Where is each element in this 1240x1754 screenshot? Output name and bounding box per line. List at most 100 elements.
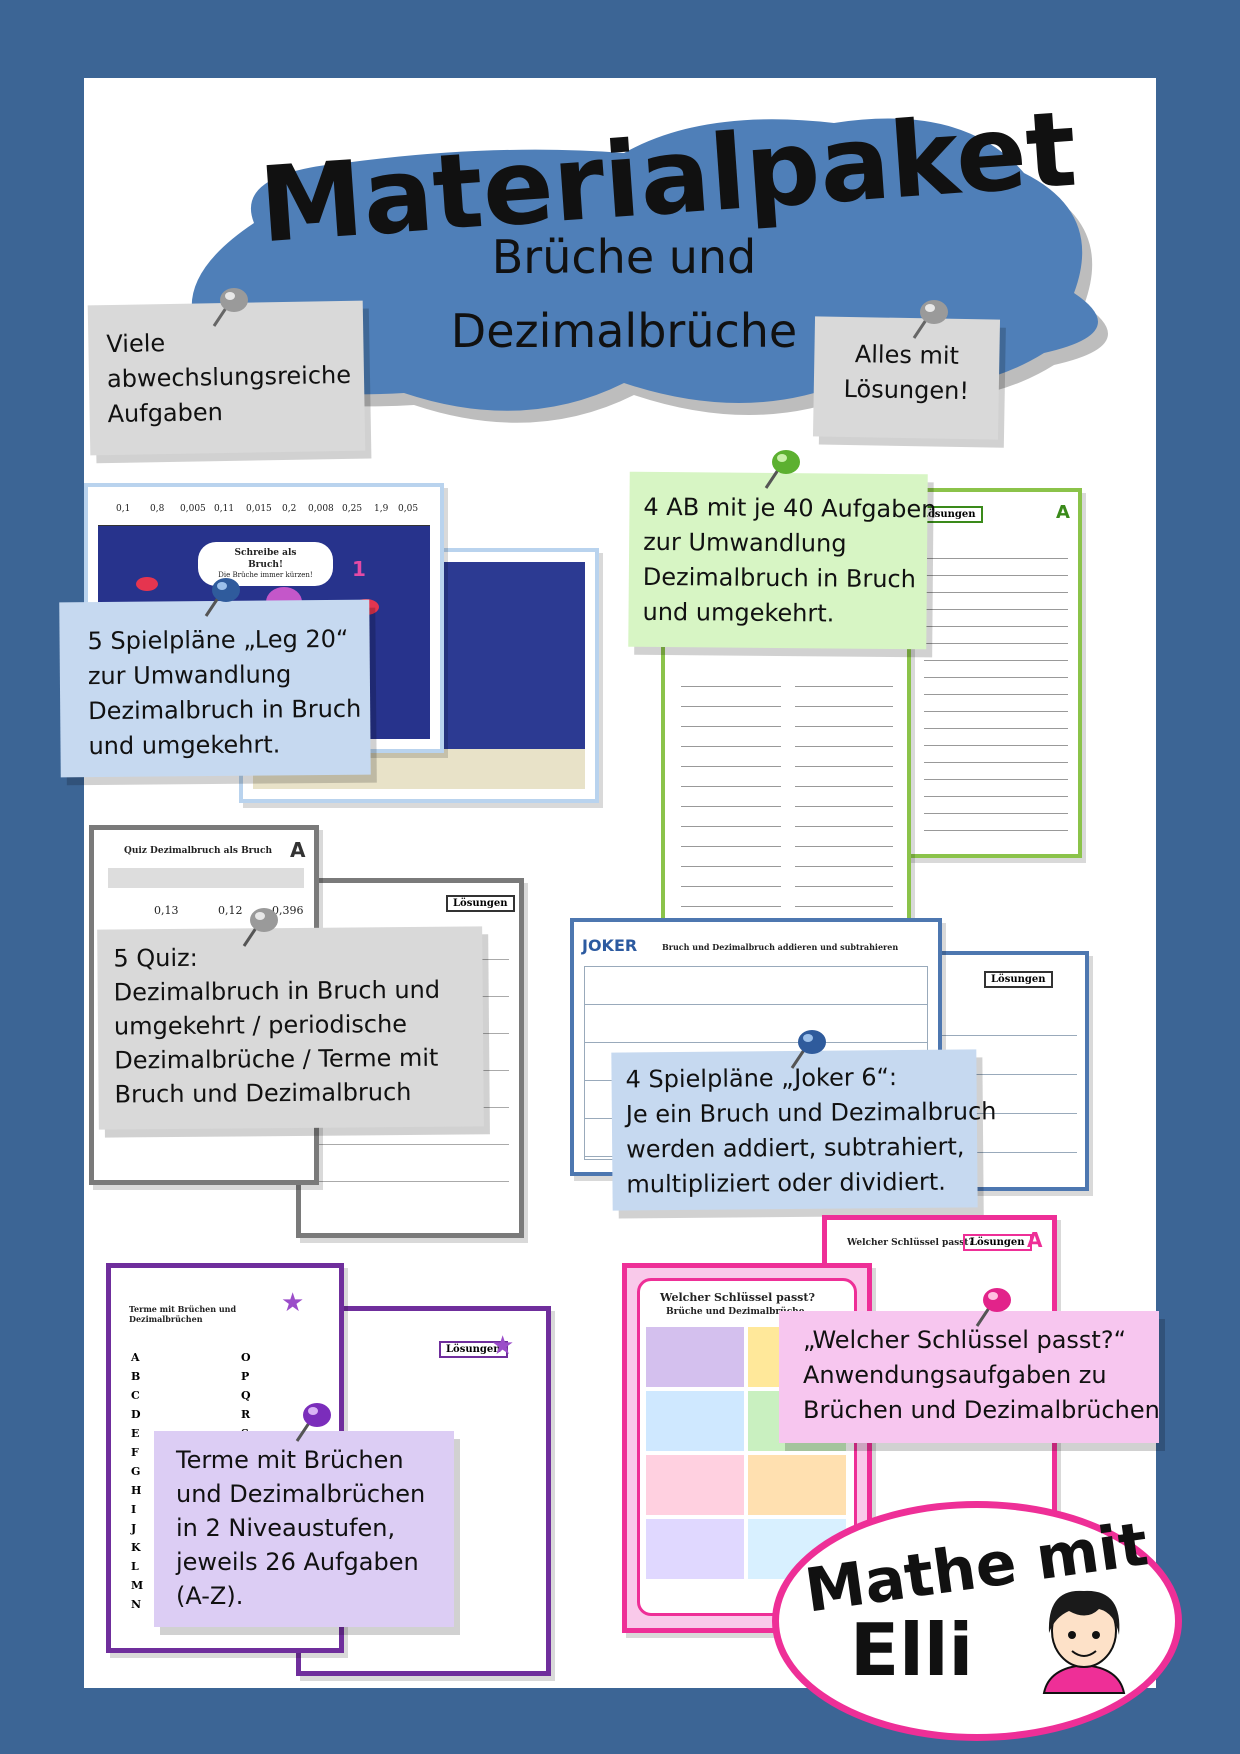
- note-ab-line: und umgekehrt.: [642, 597, 835, 628]
- terme-letter: D: [131, 1408, 141, 1421]
- note-schluessel-line: Anwendungsaufgaben zu: [803, 1361, 1107, 1389]
- note-joker-line: werden addiert, subtrahiert,: [626, 1132, 965, 1164]
- ab-lines: [795, 667, 893, 949]
- note-leg20-line: Dezimalbruch in Bruch: [88, 694, 362, 726]
- quiz-title: Quiz Dezimalbruch als Bruch: [124, 846, 272, 856]
- note-quiz-line: 5 Quiz:: [113, 943, 198, 973]
- note-leg20-line: 5 Spielpläne „Leg 20“: [87, 624, 349, 656]
- leg20-value: 0,2: [282, 504, 297, 514]
- note-schluessel-line: „Welcher Schlüssel passt?“: [803, 1326, 1127, 1354]
- joker-title: JOKER: [582, 936, 638, 955]
- quiz-value: 0,396: [272, 904, 304, 917]
- quiz-value: 0,13: [154, 904, 179, 917]
- terme-letters: A B C D E F G H I J K L M N: [131, 1348, 151, 1614]
- leg20-value: 0,1: [116, 504, 131, 514]
- terme-letter: Q: [241, 1389, 251, 1402]
- terme-letter: I: [131, 1503, 137, 1516]
- grey-pin-icon: [242, 908, 278, 947]
- task-tile: [748, 1455, 846, 1515]
- crab-icon: [136, 577, 158, 591]
- note-variety-line: Aufgaben: [107, 398, 224, 429]
- schluessel-level-badge: A: [1027, 1228, 1043, 1252]
- terme-letter: R: [241, 1408, 251, 1421]
- terme-letter: O: [241, 1351, 251, 1364]
- note-solutions-line: Lösungen!: [843, 374, 970, 406]
- terme-loesungen-label: Lösungen: [439, 1341, 508, 1358]
- star-icon: ★: [281, 1288, 305, 1318]
- note-terme-line: jeweils 26 Aufgaben: [176, 1548, 419, 1576]
- leg20-value: 0,8: [150, 504, 165, 514]
- leg20-card-line: Die Brüche immer kürzen!: [218, 571, 313, 579]
- green-pin-icon: [764, 450, 800, 489]
- pink-pin-icon: [975, 1288, 1011, 1327]
- terme-letter: B: [131, 1370, 141, 1383]
- terme-letter: J: [131, 1522, 137, 1535]
- quiz-header-row: [108, 868, 304, 888]
- note-leg20: 5 Spielpläne „Leg 20“ zur Umwandlung Dez…: [59, 599, 371, 778]
- schluessel-card-title: Welcher Schlüssel passt?: [660, 1291, 815, 1304]
- note-variety-line: abwechslungsreiche: [106, 360, 352, 394]
- terme-letter: N: [131, 1598, 142, 1611]
- note-quiz-line: Dezimalbruch in Bruch und: [113, 975, 441, 1007]
- terme-letter: K: [131, 1541, 141, 1554]
- grey-pin-icon: [212, 288, 248, 327]
- note-ab: 4 AB mit je 40 Aufgaben zur Umwandlung D…: [628, 471, 937, 650]
- blue-pin-icon: [790, 1030, 826, 1069]
- note-quiz-line: umgekehrt / periodische: [113, 1009, 408, 1041]
- note-terme: Terme mit Brüchen und Dezimalbrüchen in …: [154, 1431, 454, 1627]
- terme-title: Terme mit Brüchen und Dezimalbrüchen: [129, 1304, 237, 1324]
- ab-solution-sheet: Lösungen A: [902, 488, 1082, 858]
- leg20-value: 0,005: [180, 504, 206, 514]
- task-tile: [646, 1327, 744, 1387]
- leg20-value: 0,25: [342, 504, 363, 514]
- terme-letter: G: [131, 1465, 141, 1478]
- note-leg20-line: zur Umwandlung: [87, 660, 292, 691]
- subtitle-line1: Brüche und: [491, 230, 757, 284]
- blue-pin-icon: [204, 578, 240, 617]
- ab-level-badge: A: [1056, 502, 1070, 523]
- note-terme-line: in 2 Niveaustufen,: [176, 1514, 396, 1542]
- poster: Materialpaket Brüche und Dezimalbrüche V…: [59, 78, 1182, 1741]
- note-terme-line: (A-Z).: [176, 1582, 244, 1610]
- terme-letter: F: [131, 1446, 139, 1459]
- terme-letter: E: [131, 1427, 140, 1440]
- leg20-value: 1,9: [374, 504, 389, 514]
- note-joker-line: Je ein Bruch und Dezimalbruch: [625, 1097, 997, 1129]
- star-icon: ★: [491, 1331, 515, 1361]
- note-schluessel: „Welcher Schlüssel passt?“ Anwendungsauf…: [779, 1311, 1160, 1443]
- task-tile: [646, 1391, 744, 1451]
- terme-letter: M: [131, 1579, 144, 1592]
- ab-lines: [681, 667, 781, 949]
- quiz-loesungen-label: Lösungen: [446, 895, 515, 912]
- elli-avatar-icon: [1042, 1590, 1126, 1694]
- purple-pin-icon: [295, 1403, 331, 1442]
- note-ab-line: 4 AB mit je 40 Aufgaben: [643, 492, 937, 524]
- logo-line2: Elli: [850, 1608, 974, 1692]
- note-joker-line: multipliziert oder dividiert.: [626, 1167, 946, 1199]
- note-solutions-line: Alles mit: [854, 340, 960, 370]
- leg20-value: 0,11: [214, 504, 235, 514]
- leg20-card: Schreibe als Bruch! Die Brüche immer kür…: [198, 542, 333, 586]
- ab-lines: [924, 542, 1068, 834]
- subtitle-line2: Dezimalbrüche: [450, 304, 798, 358]
- leg20-card-line: Bruch!: [248, 560, 283, 570]
- note-quiz-line: Bruch und Dezimalbruch: [114, 1077, 412, 1109]
- level-badge: 1: [352, 557, 366, 581]
- note-terme-line: Terme mit Brüchen: [176, 1446, 404, 1474]
- terme-letter: A: [131, 1351, 140, 1364]
- task-tile: [646, 1455, 744, 1515]
- leg20-value: 0,05: [398, 504, 419, 514]
- note-terme-line: und Dezimalbrüchen: [176, 1480, 426, 1508]
- leg20-value: 0,015: [246, 504, 272, 514]
- note-quiz-line: Dezimalbrüche / Terme mit: [114, 1043, 439, 1075]
- leg20-value: 0,008: [308, 504, 334, 514]
- schluessel-loesungen-label: Lösungen: [963, 1234, 1032, 1251]
- quiz-value: 0,12: [218, 904, 243, 917]
- terme-letter: C: [131, 1389, 140, 1402]
- quiz-level-badge: A: [290, 838, 306, 862]
- note-schluessel-line: Brüchen und Dezimalbrüchen: [803, 1396, 1160, 1424]
- joker-loesungen-label: Lösungen: [984, 971, 1053, 988]
- schluessel-title: Welcher Schlüssel passt?: [847, 1238, 974, 1248]
- leg20-top-row: 0,1 0,8 0,005 0,11 0,015 0,2 0,008 0,25 …: [98, 497, 430, 526]
- task-tile: [646, 1519, 744, 1579]
